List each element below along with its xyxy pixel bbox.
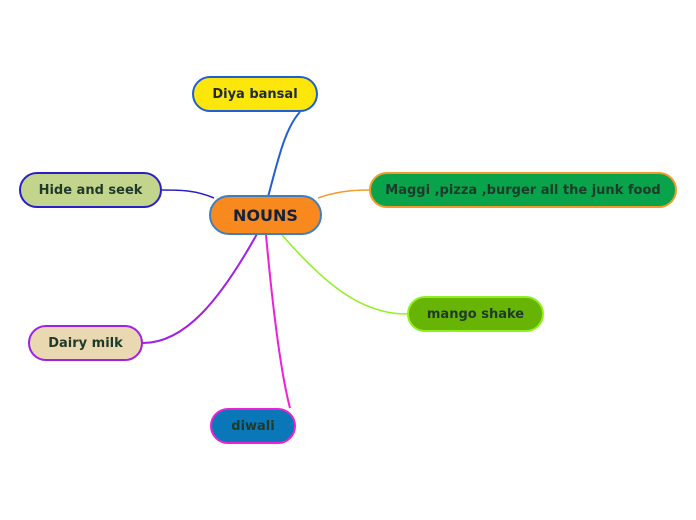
topic-label: mango shake (426, 306, 525, 322)
topic-dairy-milk[interactable]: Dairy milk (28, 325, 143, 361)
topic-hide-and-seek[interactable]: Hide and seek (19, 172, 162, 208)
central-topic-label: NOUNS (233, 205, 298, 225)
topic-label: Dairy milk (48, 335, 123, 351)
topic-diya-bansal[interactable]: Diya bansal (192, 76, 318, 112)
link-maggi (317, 189, 370, 199)
link-hide (161, 189, 215, 199)
link-diwali (265, 234, 291, 409)
topic-mango-shake[interactable]: mango shake (407, 296, 544, 332)
topic-label: Hide and seek (38, 182, 143, 198)
link-dairy (142, 233, 258, 344)
topic-label: diwali (231, 418, 275, 434)
link-mango (281, 234, 408, 315)
topic-junk-food[interactable]: Maggi ,pizza ,burger all the junk food (369, 172, 677, 208)
central-topic-nouns[interactable]: NOUNS (209, 195, 322, 235)
topic-diwali[interactable]: diwali (210, 408, 296, 444)
topic-label: Maggi ,pizza ,burger all the junk food (385, 182, 661, 198)
link-diya (267, 111, 301, 198)
topic-label: Diya bansal (212, 86, 298, 102)
